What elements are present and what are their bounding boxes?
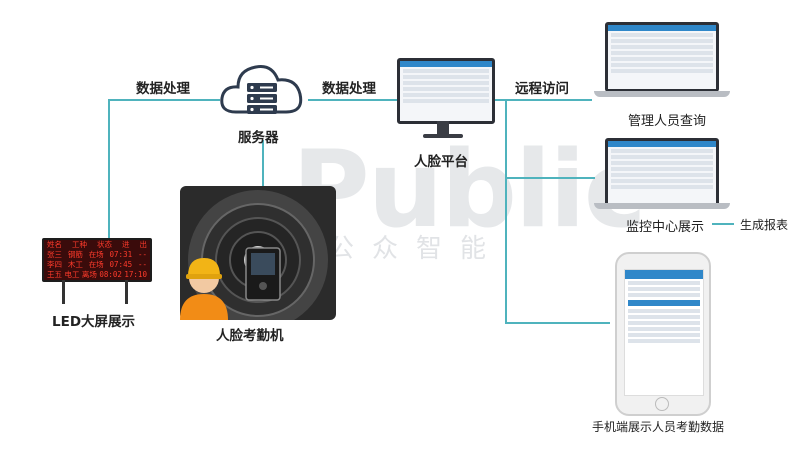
screen-row: [611, 45, 713, 49]
led-cell: 电工: [64, 270, 80, 279]
led-cell: 在场: [88, 260, 104, 269]
led-cell: 姓名: [47, 240, 62, 249]
connector-monitor: [505, 177, 595, 179]
screen-row: [628, 333, 700, 337]
led-row: 姓名 工种 状态 进出: [44, 240, 150, 250]
monitor-display-label: 监控中心展示: [626, 220, 705, 235]
screen-row: [403, 99, 489, 103]
screen-row: [611, 51, 713, 55]
watermark-subtext: 公众智能: [328, 234, 505, 264]
led-cell: 进: [122, 240, 130, 249]
generate-report-label: 生成报表: [740, 218, 789, 232]
platform-monitor-stand: [437, 121, 449, 135]
led-cell: 状态: [97, 240, 112, 249]
admin-laptop-base: [594, 91, 730, 97]
led-cell: 离场: [81, 270, 97, 279]
led-cell: 张三: [47, 250, 62, 259]
connector-platform-horizontal: [492, 99, 592, 101]
monitor-laptop-screen: [605, 138, 719, 206]
admin-laptop-screen: [605, 22, 719, 92]
server-label: 服务器: [238, 130, 279, 146]
platform-monitor-screen: [397, 58, 495, 124]
screen-row: [628, 321, 700, 325]
phone-home-button: [655, 397, 669, 411]
led-cell: 钢筋: [67, 250, 83, 259]
led-cell: 07:45: [109, 260, 133, 269]
watermark: Public: [292, 128, 647, 251]
remote-access-label: 远程访问: [515, 81, 569, 97]
screen-row: [611, 33, 713, 37]
cloud-server-icon: [220, 65, 303, 114]
screen-row: [628, 281, 700, 285]
connector-led-vertical: [108, 99, 110, 239]
screen-row: [628, 327, 700, 331]
screen-row: [403, 69, 489, 73]
admin-query-label: 管理人员查询: [628, 114, 707, 129]
connector-platform-trunk: [505, 99, 507, 324]
led-cell: 王五: [47, 270, 62, 279]
led-cell: 08:02: [99, 270, 122, 279]
screen-row: [403, 81, 489, 85]
screen-row: [403, 93, 489, 97]
led-cell: 李四: [47, 260, 62, 269]
phone-header: [625, 270, 703, 279]
screen-row: [611, 39, 713, 43]
mobile-display-label: 手机端展示人员考勤数据: [592, 420, 725, 434]
phone-table-header: [628, 300, 700, 306]
screen-row: [628, 287, 700, 291]
connector-mobile: [505, 322, 610, 324]
screen-row: [628, 293, 700, 297]
connector-led-horizontal: [108, 99, 220, 101]
led-board-leg-left: [62, 280, 65, 304]
phone-screen: [624, 269, 704, 396]
led-cell: 木工: [67, 260, 83, 269]
connector-report: [712, 223, 734, 225]
screen-row: [611, 57, 713, 61]
led-cell: 出: [139, 240, 148, 249]
tunnel-terminal-illustration: [180, 186, 336, 320]
screen-row: [611, 149, 713, 153]
screen-row: [611, 173, 713, 177]
screen-header: [608, 25, 716, 31]
face-platform-label: 人脸平台: [414, 154, 468, 170]
led-cell: --: [137, 250, 147, 259]
connector-server-platform: [308, 99, 398, 101]
screen-row: [403, 75, 489, 79]
screen-row: [611, 179, 713, 183]
led-row: 张三钢筋在场 07:31 --: [44, 250, 150, 260]
screen-header: [608, 141, 716, 147]
screen-row: [628, 315, 700, 319]
screen-row: [403, 87, 489, 91]
led-cell: --: [137, 260, 147, 269]
screen-header: [400, 61, 492, 67]
screen-row: [611, 63, 713, 67]
face-terminal-label: 人脸考勤机: [216, 328, 284, 344]
platform-monitor-base: [423, 134, 463, 138]
led-cell: 07:31: [109, 250, 133, 259]
led-cell: 在场: [88, 250, 104, 259]
led-cell: 工种: [72, 240, 87, 249]
screen-row: [611, 161, 713, 165]
data-process-left-label: 数据处理: [136, 81, 190, 97]
led-row: 李四木工在场 07:45 --: [44, 260, 150, 270]
data-process-right-label: 数据处理: [322, 81, 376, 97]
screen-row: [628, 309, 700, 313]
screen-row: [611, 69, 713, 73]
led-cell: 17:10: [124, 270, 147, 279]
screen-row: [611, 185, 713, 189]
led-display-label: LED大屏展示: [52, 314, 136, 330]
screen-row: [611, 167, 713, 171]
screen-row: [611, 155, 713, 159]
screen-row: [628, 339, 700, 343]
monitor-laptop-base: [594, 203, 730, 209]
led-board-leg-right: [125, 280, 128, 304]
mobile-phone: [615, 252, 711, 416]
